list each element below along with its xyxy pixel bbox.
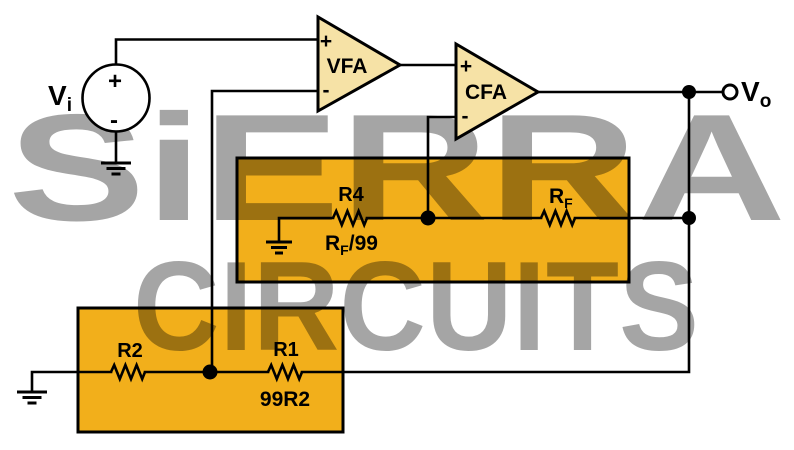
ground-icon-r2 bbox=[17, 390, 47, 405]
r4-value-label: RF/99 bbox=[325, 232, 378, 258]
r4-rf-box-border bbox=[235, 156, 631, 284]
wire-source-to-vfa-plus bbox=[114, 38, 320, 66]
r2-r1-box-border bbox=[76, 306, 345, 434]
cfa-label: CFA bbox=[465, 81, 507, 104]
resistor-r4 bbox=[331, 207, 369, 229]
junction-dot-output-node bbox=[682, 85, 696, 99]
junction-dot-r4-node bbox=[420, 210, 436, 226]
junction-dot-rf-node bbox=[682, 211, 696, 225]
wire-output-feedback bbox=[300, 90, 691, 374]
output-terminal-icon bbox=[721, 83, 739, 101]
r4-label: R4 bbox=[338, 184, 364, 206]
rf-label: RF bbox=[549, 185, 573, 211]
wire-cfa-minus-feedback bbox=[426, 115, 458, 220]
vfa-label: VFA bbox=[327, 55, 368, 78]
junction-dot-r1-node bbox=[202, 364, 218, 380]
ground-icon-r4 bbox=[266, 240, 292, 255]
cfa-plus-input-label: + bbox=[460, 55, 472, 78]
r1-label: R1 bbox=[273, 339, 299, 361]
wire-vfa-minus-feedback bbox=[210, 89, 320, 374]
voltage-source-plus: + bbox=[108, 68, 122, 95]
vfa-triangle bbox=[316, 14, 404, 114]
vfa-plus-input-label: + bbox=[320, 30, 332, 53]
resistor-rf bbox=[539, 207, 577, 229]
voltage-source-circle bbox=[81, 63, 151, 133]
voltage-source-minus: - bbox=[110, 107, 118, 134]
wire-r2-ground-branch bbox=[30, 370, 113, 394]
r2-label: R2 bbox=[117, 340, 143, 362]
vi-label: Vi bbox=[48, 80, 72, 116]
vfa-minus-input-label: - bbox=[323, 79, 330, 102]
wire-r4-ground-branch bbox=[277, 216, 335, 244]
cfa-triangle bbox=[454, 41, 541, 142]
r1-value-label: 99R2 bbox=[260, 388, 310, 411]
ground-icon-source bbox=[101, 161, 131, 176]
cfa-minus-input-label: - bbox=[462, 105, 469, 128]
resistor-r1 bbox=[266, 361, 304, 383]
resistor-r2 bbox=[109, 361, 147, 383]
watermark-circuits: CIRCUITS bbox=[133, 235, 699, 377]
vo-label: Vo bbox=[741, 76, 771, 112]
